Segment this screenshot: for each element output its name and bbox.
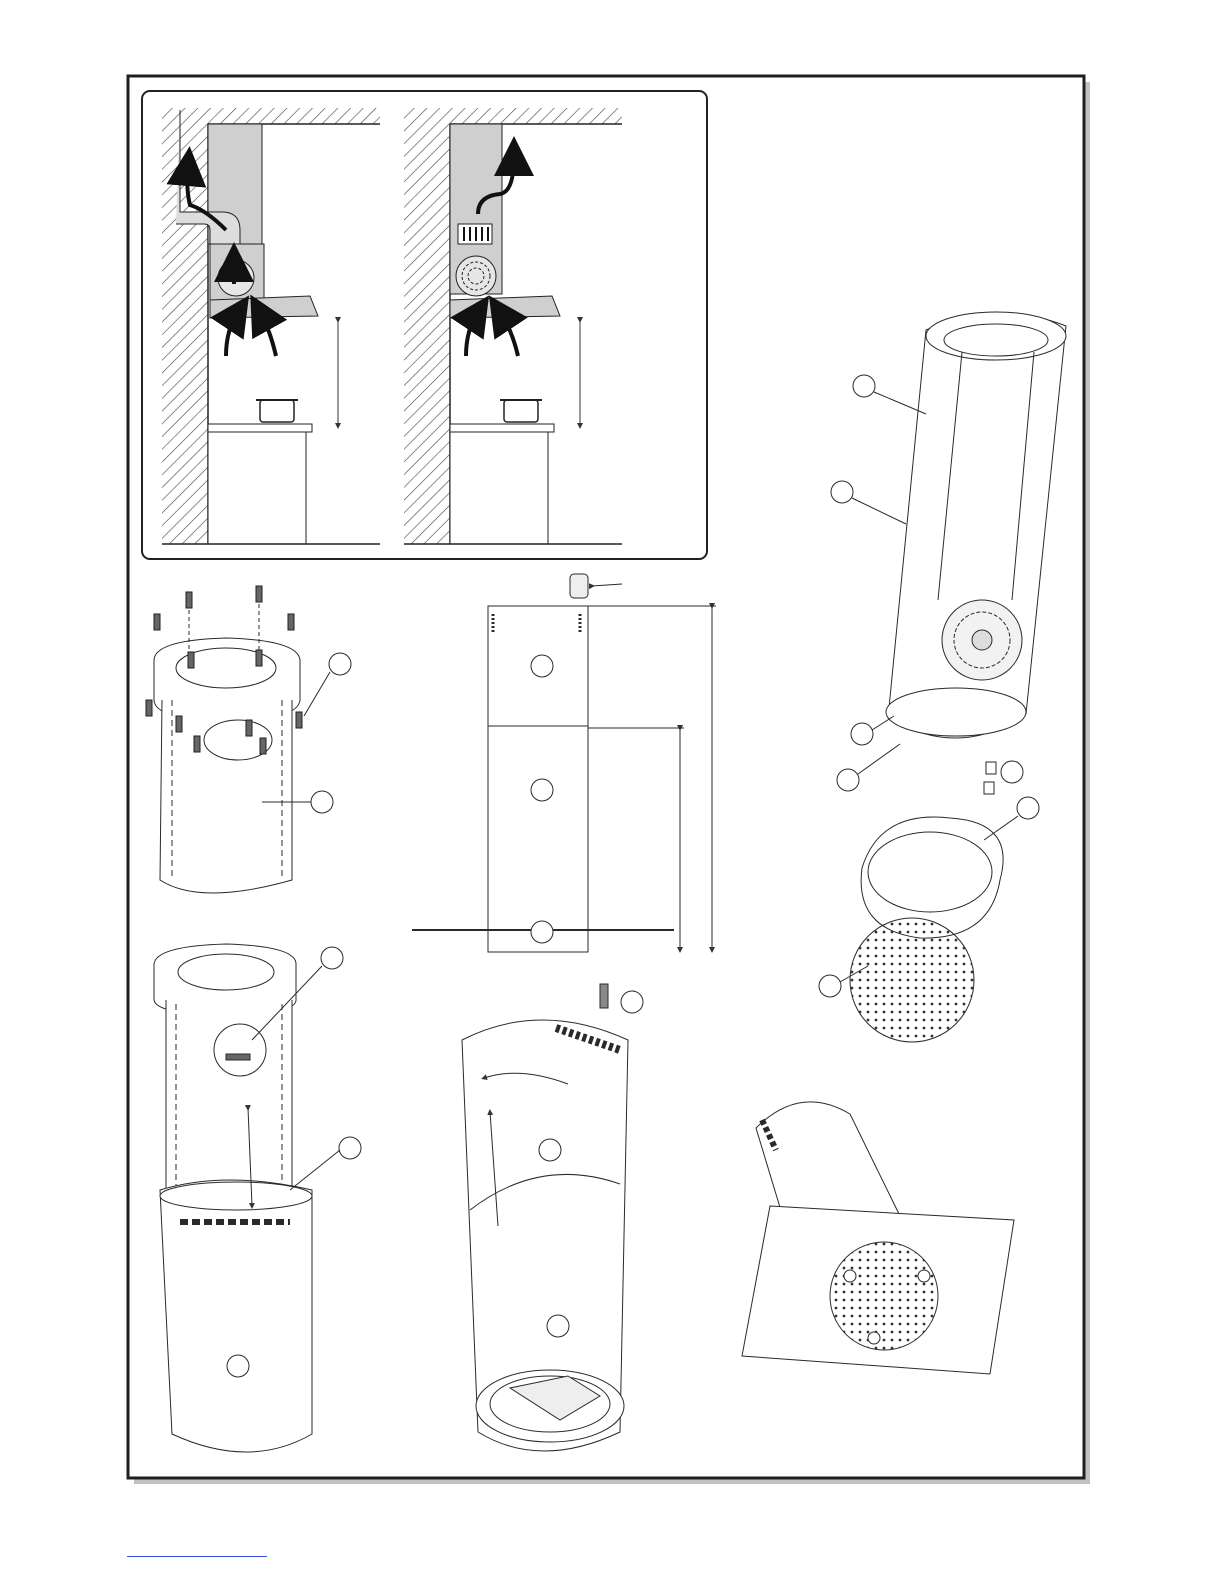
callout-bubble — [1017, 797, 1039, 819]
filter-latch — [868, 1332, 880, 1344]
grease-filter-icon — [830, 1242, 938, 1350]
callout-bubble — [321, 947, 343, 969]
venting-options-panel — [142, 91, 707, 559]
cooking-pot-icon — [260, 400, 294, 422]
callout-bubble — [539, 1139, 561, 1161]
callout-bubble — [329, 653, 351, 675]
charcoal-filter-icon — [456, 256, 496, 296]
screw-icon — [226, 1054, 250, 1060]
top-inner-opening — [944, 324, 1048, 356]
range-cabinet — [450, 432, 548, 544]
bottom-ring — [886, 688, 1026, 736]
screw-icon — [600, 984, 608, 1008]
range-cabinet — [208, 432, 306, 544]
blower-icon — [942, 600, 1022, 680]
callout-bubble — [531, 655, 553, 677]
hood-canopy — [210, 296, 318, 318]
callout-bubble — [851, 723, 873, 745]
hood-canopy — [450, 296, 560, 318]
lower-chimney-outline — [488, 726, 588, 952]
connector-block — [984, 782, 994, 794]
callout-bubble — [621, 991, 643, 1013]
grease-filter-icon — [850, 918, 974, 1042]
callout-bubble — [227, 1355, 249, 1377]
cooktop — [450, 424, 554, 432]
filter-latch — [918, 1270, 930, 1282]
chimney-cutout — [214, 1024, 266, 1076]
fig-chimney-rotation — [462, 984, 643, 1451]
callout-bubble — [831, 481, 853, 503]
callout-bubble — [819, 975, 841, 997]
wall-hatch — [162, 108, 208, 544]
flange-opening — [178, 954, 274, 990]
callout-bubble — [339, 1137, 361, 1159]
screw-detail-icon — [570, 574, 588, 598]
filter-latch — [844, 1270, 856, 1282]
footer-rule — [127, 1556, 267, 1557]
ceiling-hatch — [208, 108, 380, 124]
callout-bubble — [547, 1315, 569, 1337]
recirculation-grille-icon — [458, 224, 492, 244]
callout-bubble — [1001, 761, 1023, 783]
callout-bubble — [853, 375, 875, 397]
callout-bubble — [531, 921, 553, 943]
connector-block — [986, 762, 996, 774]
cooking-pot-icon — [504, 400, 538, 422]
cooktop — [208, 424, 312, 432]
lower-chimney-top — [160, 1182, 312, 1210]
ceiling-hatch — [450, 108, 622, 124]
callout-bubble — [311, 791, 333, 813]
callout-bubble — [531, 779, 553, 801]
wall-hatch — [404, 108, 450, 544]
callout-bubble — [837, 769, 859, 791]
